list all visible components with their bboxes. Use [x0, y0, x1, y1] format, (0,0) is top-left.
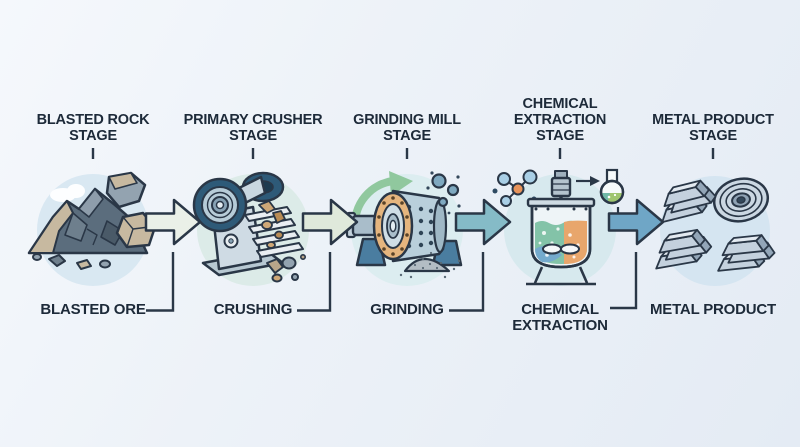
stage-title-metal-product: METAL PRODUCT STAGE	[652, 112, 774, 144]
stage-title-chemical-extraction: CHEMICAL EXTRACTION STAGE	[513, 96, 607, 144]
output-label-crushing: CRUSHING	[213, 301, 293, 318]
stage-title-primary-crusher: PRIMARY CRUSHER STAGE	[183, 112, 323, 144]
rock-pile-shape	[27, 171, 157, 270]
output-label-grinding: GRINDING	[370, 301, 444, 318]
ball-mill-icon	[345, 171, 463, 286]
metal-coil-shape	[712, 177, 770, 223]
output-label-blasted-ore: BLASTED ORE	[40, 301, 146, 318]
output-label-metal-product: METAL PRODUCT	[649, 301, 776, 318]
output-label-chemical-extraction: CHEMICAL EXTRACTION	[512, 301, 608, 334]
stage-title-blasted-rock: BLASTED ROCK STAGE	[36, 112, 150, 144]
jaw-crusher-icon	[192, 171, 309, 286]
cloud-shape	[50, 184, 85, 202]
chemical-reactor-icon	[492, 168, 625, 286]
metal-ingots-icon	[652, 176, 776, 286]
stage-title-grinding-mill: GRINDING MILL STAGE	[353, 112, 461, 144]
reactor-tank-shape	[526, 170, 596, 286]
blasted-rock-icon	[27, 171, 157, 286]
